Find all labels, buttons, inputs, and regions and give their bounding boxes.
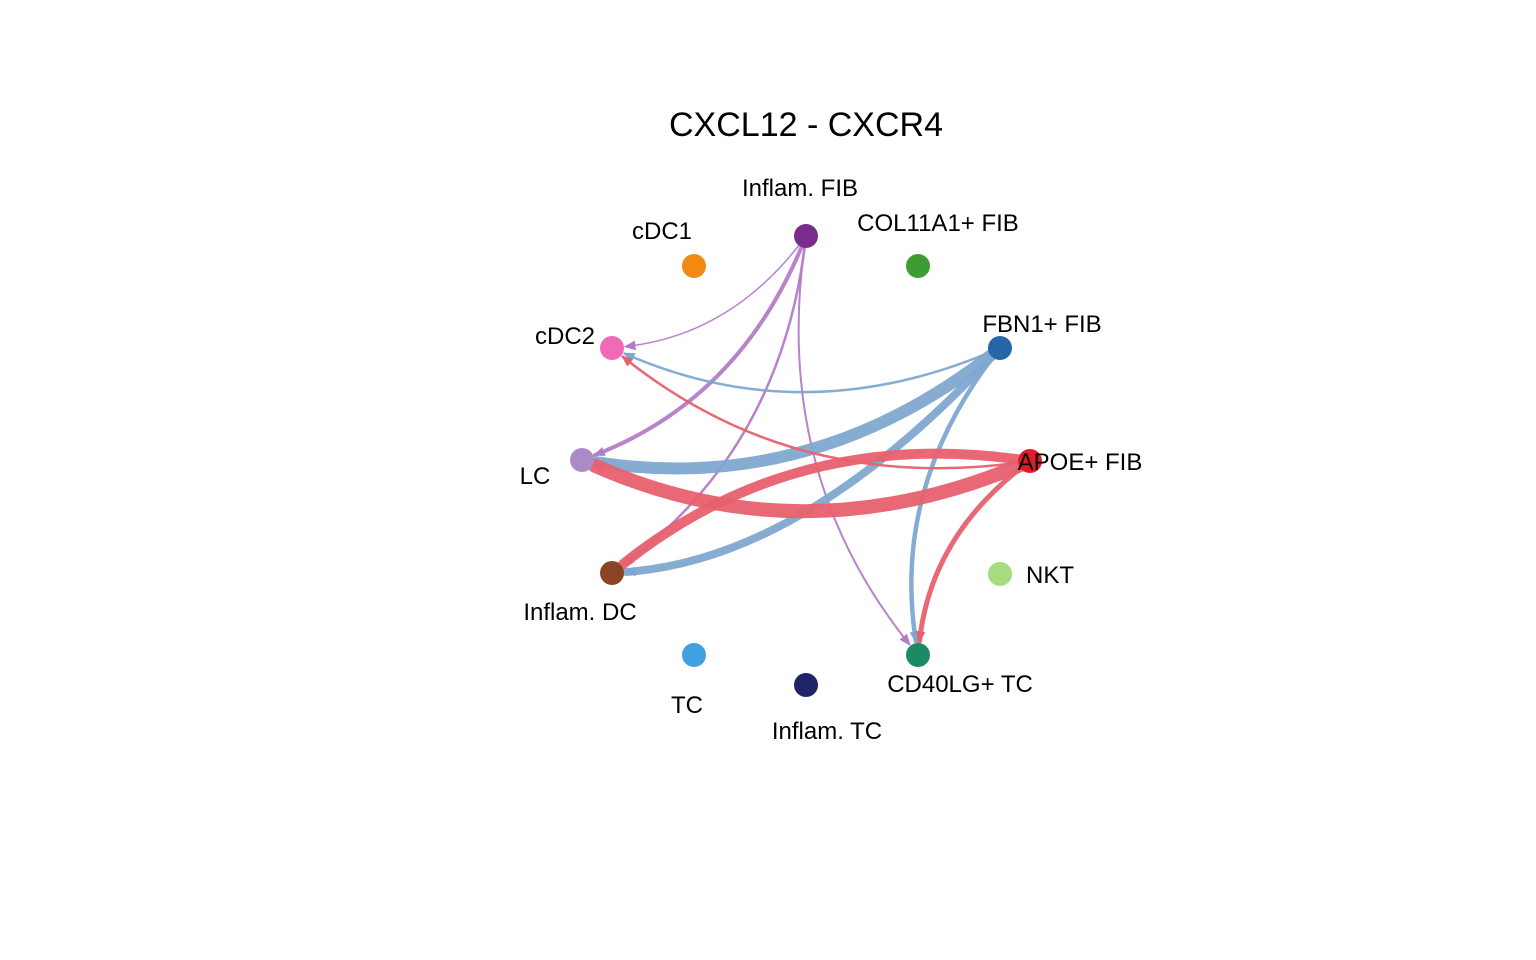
node-cd40lg-tc bbox=[906, 643, 930, 667]
nodes-layer bbox=[570, 224, 1042, 697]
node-tc bbox=[682, 643, 706, 667]
node-label-apoe-fib: APOE+ FIB bbox=[1018, 449, 1143, 476]
node-label-inflam-dc: Inflam. DC bbox=[523, 599, 636, 626]
edge-apoe-fib-to-cdc2 bbox=[621, 355, 1032, 470]
edge-fbn1-fib-to-cdc2 bbox=[622, 346, 1002, 394]
edge-inflam-fib-to-lc bbox=[592, 234, 808, 457]
node-label-cd40lg-tc: CD40LG+ TC bbox=[887, 671, 1033, 698]
node-label-col11a1-fib: COL11A1+ FIB bbox=[857, 210, 1019, 237]
node-inflam-dc bbox=[600, 561, 624, 585]
node-cdc1 bbox=[682, 254, 706, 278]
node-label-fbn1-fib: FBN1+ FIB bbox=[982, 311, 1101, 338]
node-apoe-fib bbox=[1018, 449, 1042, 473]
node-label-tc: TC bbox=[671, 692, 703, 719]
labels-layer: Inflam. FIB COL11A1+ FIB FBN1+ FIB APOE+ FI… bbox=[520, 175, 1143, 745]
node-label-inflam-tc: Inflam. TC bbox=[772, 718, 882, 745]
node-lc bbox=[570, 448, 594, 472]
node-label-inflam-fib: Inflam. FIB bbox=[742, 175, 858, 202]
node-inflam-fib bbox=[794, 224, 818, 248]
edge-fbn1-fib-to-cd40lg-tc bbox=[909, 345, 1003, 644]
node-inflam-tc bbox=[794, 673, 818, 697]
edge-inflam-fib-to-cd40lg-tc bbox=[797, 235, 911, 646]
node-fbn1-fib bbox=[988, 336, 1012, 360]
diagram-title: CXCL12 - CXCR4 bbox=[669, 106, 943, 144]
node-label-nkt: NKT bbox=[1026, 562, 1074, 589]
node-label-cdc1: cDC1 bbox=[632, 218, 692, 245]
edge-inflam-fib-to-cdc2 bbox=[623, 235, 807, 351]
edges-layer bbox=[587, 234, 1037, 646]
edge-apoe-fib-to-lc bbox=[587, 454, 1037, 519]
edge-apoe-fib-to-cd40lg-tc bbox=[915, 458, 1033, 644]
node-cdc2 bbox=[600, 336, 624, 360]
node-nkt bbox=[988, 562, 1012, 586]
node-col11a1-fib bbox=[906, 254, 930, 278]
node-label-cdc2: cDC2 bbox=[535, 323, 595, 350]
node-label-lc: LC bbox=[520, 463, 551, 490]
edge-apoe-fib-to-inflam-dc bbox=[617, 448, 1035, 570]
